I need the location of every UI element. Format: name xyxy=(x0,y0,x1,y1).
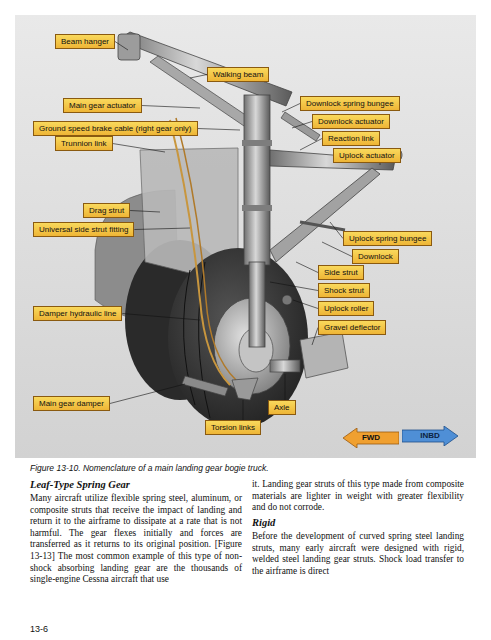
direction-arrow: INBD xyxy=(402,426,458,446)
part-callout: Uplock actuator xyxy=(333,148,401,163)
section-heading: Leaf-Type Spring Gear xyxy=(30,479,242,491)
part-callout: Main gear damper xyxy=(33,396,110,411)
callout-label: Ground speed brake cable (right gear onl… xyxy=(39,124,192,133)
callout-label: Uplock spring bungee xyxy=(349,234,426,243)
part-callout: Drag strut xyxy=(83,203,130,218)
part-callout: Axle xyxy=(268,400,296,415)
body-paragraph: it. Landing gear struts of this type mad… xyxy=(252,479,464,514)
leader-line xyxy=(296,262,318,273)
callout-label: Downlock xyxy=(358,252,393,261)
leader-line xyxy=(330,222,343,239)
leader-line xyxy=(115,42,128,51)
callout-label: Torsion links xyxy=(211,423,255,432)
leader-line xyxy=(300,139,322,151)
callout-label: Downlock actuator xyxy=(318,117,384,126)
arrow-fill xyxy=(402,426,458,446)
part-callout: Walking beam xyxy=(207,67,269,82)
callout-label: Beam hanger xyxy=(61,37,109,46)
callout-label: Main gear damper xyxy=(39,399,104,408)
callout-label: Uplock actuator xyxy=(339,151,395,160)
leader-line xyxy=(270,282,318,291)
page-number: 13-6 xyxy=(30,624,90,636)
body-paragraph: Many aircraft utilize flexible spring st… xyxy=(30,493,242,586)
part-callout: Downlock actuator xyxy=(312,114,390,129)
part-callout: Gravel deflector xyxy=(318,320,386,335)
section-heading: Rigid xyxy=(252,517,464,529)
part-callout: Trunnion link xyxy=(55,136,113,151)
part-callout: Downlock xyxy=(352,249,399,264)
callout-label: Drag strut xyxy=(89,206,124,215)
part-callout: Shock strut xyxy=(318,283,370,298)
part-callout: Downlock spring bungee xyxy=(300,96,400,111)
arrow-fill xyxy=(343,428,399,448)
callout-label: Shock strut xyxy=(324,286,364,295)
callout-label: Walking beam xyxy=(213,70,263,79)
callout-label: Gravel deflector xyxy=(324,323,380,332)
callout-label: Universal side strut fitting xyxy=(39,225,128,234)
leader-line xyxy=(198,129,240,131)
callout-label: Damper hydraulic line xyxy=(39,309,116,318)
part-callout: Universal side strut fitting xyxy=(33,222,134,237)
part-callout: Damper hydraulic line xyxy=(33,306,122,321)
part-callout: Main gear actuator xyxy=(63,98,142,113)
leader-line xyxy=(293,300,318,309)
direction-arrow: FWD xyxy=(343,428,399,448)
arrow-label: INBD xyxy=(402,426,458,446)
leader-line xyxy=(380,163,381,165)
leader-line xyxy=(142,106,200,109)
leader-line xyxy=(190,75,207,79)
callout-label: Downlock spring bungee xyxy=(306,99,394,108)
part-callout: Reaction link xyxy=(322,131,380,146)
leader-line xyxy=(113,144,165,153)
leader-line xyxy=(122,314,200,321)
callout-label: Main gear actuator xyxy=(69,101,136,110)
leader-line xyxy=(110,384,185,404)
callout-label: Side strut xyxy=(324,268,358,277)
leader-line xyxy=(282,104,300,113)
part-callout: Beam hanger xyxy=(55,34,115,49)
part-callout: Torsion links xyxy=(205,420,261,435)
part-callout: Uplock roller xyxy=(318,301,374,316)
part-callout: Uplock spring bungee xyxy=(343,231,432,246)
figure-caption: Figure 13-10. Nomenclature of a main lan… xyxy=(30,463,470,473)
part-callout: Side strut xyxy=(318,265,364,280)
callout-label: Uplock roller xyxy=(324,304,368,313)
part-callout: Ground speed brake cable (right gear onl… xyxy=(33,121,198,136)
body-paragraph: Before the development of curved spring … xyxy=(252,531,464,577)
callout-label: Axle xyxy=(274,403,290,412)
leader-line xyxy=(134,228,190,230)
figure-panel xyxy=(15,15,476,458)
leader-line xyxy=(292,122,312,129)
callout-label: Reaction link xyxy=(328,134,374,143)
leader-line xyxy=(130,211,160,213)
callout-label: Trunnion link xyxy=(61,139,107,148)
arrow-label: FWD xyxy=(343,428,399,448)
leader-line xyxy=(285,374,286,400)
leader-line xyxy=(243,400,244,420)
